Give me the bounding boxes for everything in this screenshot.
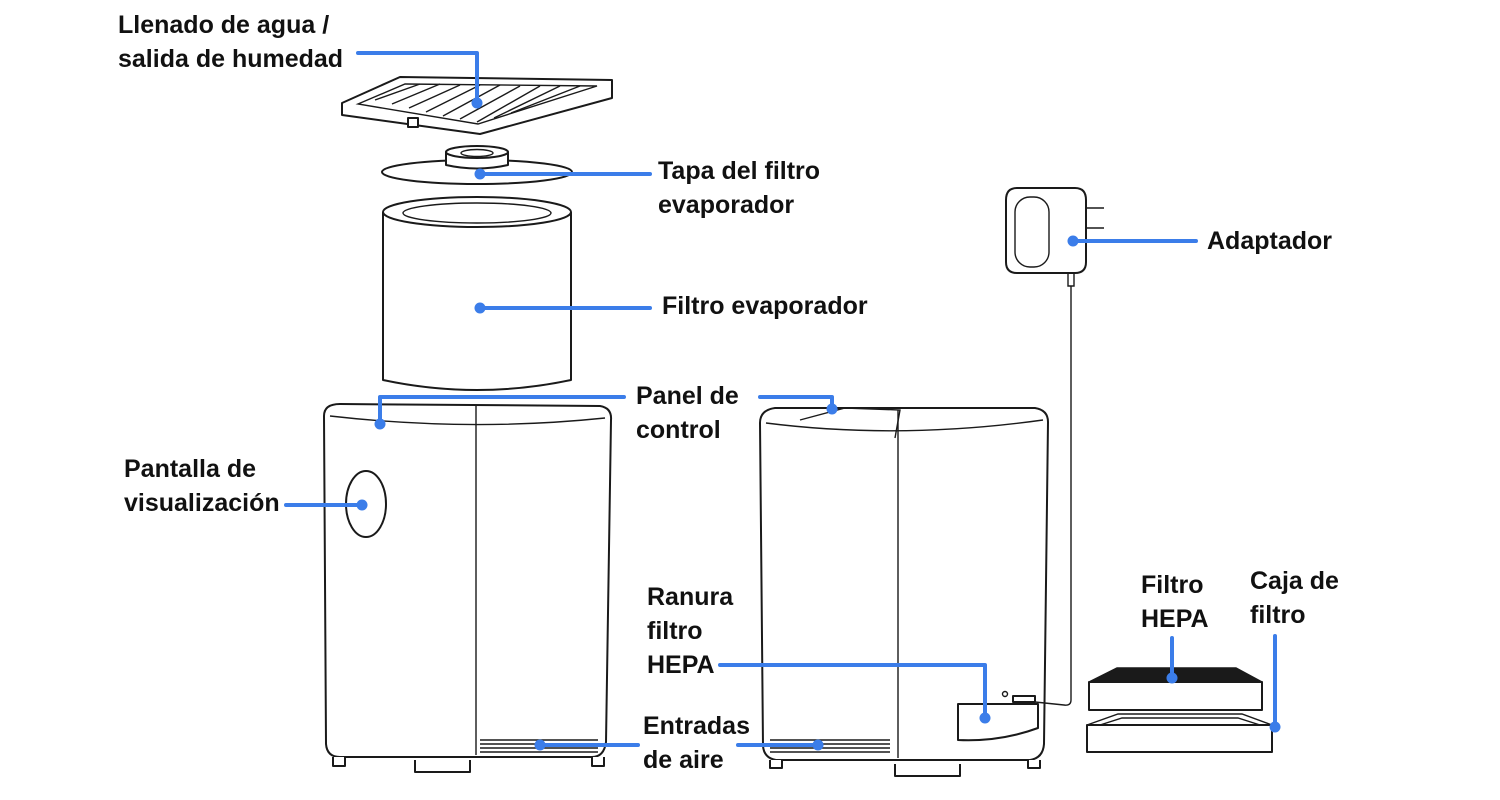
label-evaporator-filter: Filtro evaporador: [662, 292, 868, 320]
label-filter-box: Caja de filtro: [1250, 567, 1339, 629]
callout-control-panel-left: [378, 395, 626, 426]
callout-dot-adapter: [1067, 235, 1079, 247]
callout-dot-hepa-slot: [979, 712, 991, 724]
label-air-inlets: Entradas de aire: [643, 712, 750, 774]
callout-dot-water-fill: [471, 97, 483, 109]
label-water-fill: Llenado de agua / salida de humedad: [118, 11, 344, 73]
callout-dot-air-inlets-left: [534, 739, 546, 751]
callout-dot-filter-box: [1269, 721, 1281, 733]
humidifier-base-rear: [759, 407, 1049, 777]
humidifier-base-front: [323, 403, 613, 773]
filter-cap: [381, 145, 573, 185]
label-display: Pantalla de visualización: [124, 455, 280, 517]
callout-water-fill: [356, 51, 479, 105]
label-adapter: Adaptador: [1207, 227, 1332, 255]
callout-dot-filter-cap: [474, 168, 486, 180]
callout-dot-hepa-filter: [1166, 672, 1178, 684]
callout-dot-air-inlets-right: [812, 739, 824, 751]
label-hepa-filter: Filtro HEPA: [1141, 571, 1209, 633]
callout-lines: [284, 51, 1281, 751]
callout-dot-display: [356, 499, 368, 511]
callout-hepa-slot: [718, 663, 987, 720]
filter-box: [1086, 713, 1273, 753]
label-control-panel: Panel de control: [636, 382, 739, 444]
evaporator-filter: [382, 196, 572, 391]
power-adapter: [1005, 187, 1104, 706]
callout-dot-evaporator-filter: [474, 302, 486, 314]
label-filter-cap: Tapa del filtro evaporador: [658, 157, 821, 219]
callout-dot-control-panel-right: [826, 403, 838, 415]
label-hepa-slot: Ranura filtro HEPA: [647, 583, 734, 679]
callout-dot-control-panel-left: [374, 418, 386, 430]
